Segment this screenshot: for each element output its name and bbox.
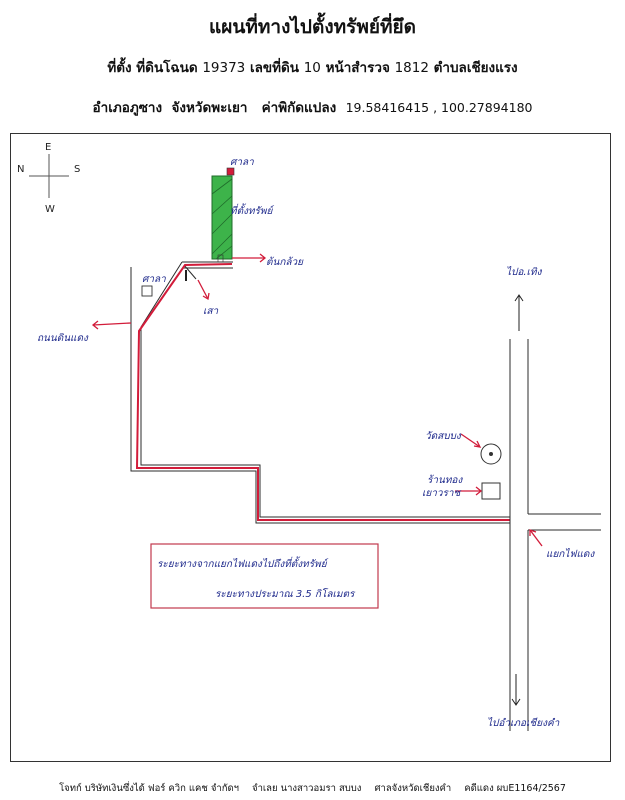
label-sala-left: ศาลา — [142, 274, 166, 285]
page-title: แผนที่ทางไปตั้งทรัพย์ที่ยึด — [209, 16, 416, 38]
sala-top-marker — [226, 167, 235, 176]
label-teak-tree: ต้นกล้วย — [266, 256, 304, 268]
footer-defendant: จำเลย นางสาวอมรา สบบง — [252, 783, 362, 794]
label-pole: เสา — [203, 306, 219, 317]
land-no-label: เลขที่ดิน — [249, 60, 299, 76]
land-number: 10 — [303, 60, 321, 76]
subdistrict: ตำบลเชียงแรง — [433, 60, 518, 76]
label-to-south: ไปอำเภอเชียงคำ — [487, 717, 560, 729]
pointer-arrows — [91, 253, 543, 547]
district: อำเภอภูซาง — [92, 100, 163, 116]
property-plot — [211, 167, 235, 263]
map-drawing: E N S W — [17, 142, 601, 731]
temple-marker — [480, 443, 502, 465]
label-intersection: แยกไฟแดง — [546, 548, 595, 560]
distance-box: ระยะทางจากแยกไฟแดงไปถึงที่ตั้งทรัพย์ ระย… — [150, 543, 379, 609]
shop-marker — [481, 482, 501, 500]
label-temple: วัดสบบง — [425, 431, 462, 442]
province: จังหวัดพะเยา — [171, 100, 248, 116]
map-frame: E N S W — [10, 133, 611, 762]
property-fill — [211, 175, 233, 260]
main-highway — [509, 294, 601, 731]
compass-w: W — [45, 204, 55, 215]
footer-court: ศาลจังหวัดเชียงคำ — [374, 783, 452, 794]
compass-s: S — [74, 164, 80, 175]
label-shop-line2: เยาวราช — [422, 488, 461, 499]
location-line: ที่ตั้ง ที่ดินโฉนด 19373 เลขที่ดิน 10 หน… — [0, 56, 625, 78]
distance-line2: ระยะทางประมาณ 3.5 กิโลเมตร — [215, 588, 356, 600]
compass-n: N — [17, 164, 24, 175]
footer: โจทก์ บริษัทเงินซึ่งได้ ฟอร์ ควิก แคช จำ… — [0, 781, 625, 796]
access-road — [130, 261, 510, 524]
sala-left-marker — [141, 285, 153, 297]
label-to-north: ไปอ.เทิง — [506, 266, 543, 278]
map-labels: ศาลา ที่ตั้งทรัพย์ ต้นกล้วย ศาลา เสา ถนน… — [37, 157, 595, 729]
label-property: ที่ตั้งทรัพย์ — [230, 203, 274, 217]
label-dirt-road: ถนนดินแดง — [37, 332, 89, 344]
deed-label: ที่ตั้ง ที่ดินโฉนด — [107, 60, 198, 76]
compass-e: E — [45, 142, 51, 153]
compass: E N S W — [17, 142, 80, 215]
footer-plaintiff: โจทก์ บริษัทเงินซึ่งได้ ฟอร์ ควิก แคช จำ… — [59, 783, 239, 794]
distance-line1: ระยะทางจากแยกไฟแดงไปถึงที่ตั้งทรัพย์ — [157, 556, 329, 570]
district-line: อำเภอภูซาง จังหวัดพะเยา ค่าพิกัดแปลง 19.… — [0, 96, 625, 118]
coordinate-label: ค่าพิกัดแปลง — [261, 100, 337, 116]
footer-case-number: คดีแดง ผบE1164/2567 — [464, 783, 566, 794]
coordinates: 19.58416415 , 100.27894180 — [345, 100, 533, 115]
label-shop-line1: ร้านทอง — [427, 474, 463, 486]
label-sala-top: ศาลา — [230, 157, 254, 168]
deed-number: 19373 — [202, 60, 246, 76]
route-line — [135, 263, 510, 521]
survey-number: 1812 — [394, 60, 429, 76]
survey-label: หน้าสำรวจ — [325, 60, 390, 76]
